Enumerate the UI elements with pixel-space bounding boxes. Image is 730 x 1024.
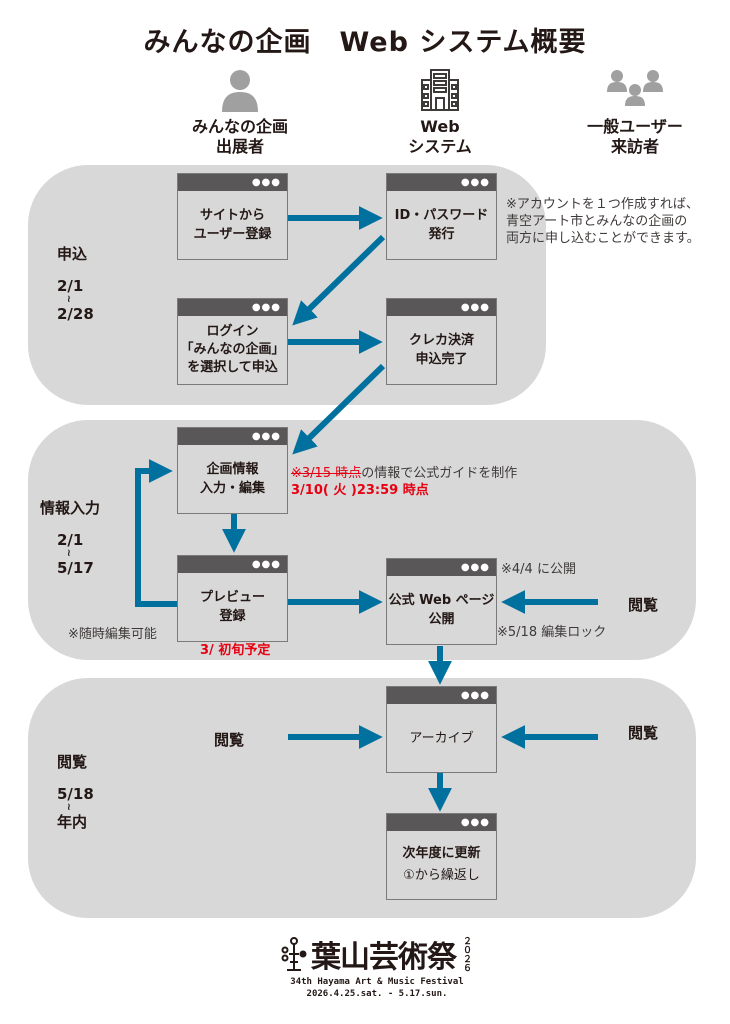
window-dots-icon: ●●● <box>460 177 490 188</box>
window-dots-icon: ●●● <box>251 177 281 188</box>
actor-visitor-line1: 一般ユーザー <box>587 117 683 136</box>
window-dots-icon: ●●● <box>251 431 281 442</box>
window-text: アーカイブ <box>409 730 474 746</box>
window-payment: ●●● クレカ決済 申込完了 <box>386 298 497 385</box>
note-edit-lock: ※5/18 編集ロック <box>497 625 607 640</box>
window-text: サイトから <box>199 208 265 223</box>
window-login: ●●● ログイン 「みんなの企画」 を選択して申込 <box>177 298 288 385</box>
window-preview: ●●● プレビュー 登録 <box>177 555 288 642</box>
phase-from: 2/1 <box>57 531 84 549</box>
phase-name: 情報入力 <box>40 499 101 517</box>
arrow-payment-to-info <box>292 363 386 455</box>
phase-label-viewing: 閲覧 5/18 ≀ 年内 <box>57 752 94 832</box>
festival-logo-year: ２０２６ <box>461 936 471 972</box>
festival-mascot-icon <box>281 937 307 971</box>
actor-exhibitor-line1: みんなの企画 <box>191 117 288 136</box>
window-text: 発行 <box>428 227 455 242</box>
phase-to: 2/28 <box>57 305 94 323</box>
window-dots-icon: ●●● <box>460 302 490 313</box>
window-dots-icon: ●●● <box>460 817 490 828</box>
festival-name: 34th Hayama Art & Music Festival <box>290 977 464 987</box>
actor-web-system-line2: システム <box>408 137 472 156</box>
phase-from: 2/1 <box>57 277 84 295</box>
window-issue-id: ●●● ID・パスワード 発行 <box>386 173 497 260</box>
actor-visitor-line2: 来訪者 <box>610 137 659 156</box>
phase-label-info-input: 情報入力 2/1 ≀ 5/17 <box>40 498 100 578</box>
phase-to: 年内 <box>57 813 88 831</box>
window-text: ID・パスワード <box>394 208 489 223</box>
window-dots-icon: ●●● <box>460 562 490 573</box>
window-renew: ●●● 次年度に更新 ①から繰返し <box>386 813 497 900</box>
group-icon <box>607 70 663 106</box>
festival-logo: 葉山芸術祭 ２０２６ 34th Hayama Art & Music Festi… <box>262 932 492 1000</box>
window-archive: ●●● アーカイブ <box>386 686 497 773</box>
note-guide: ※3/15 時点の情報で公式ガイドを制作 3/10( 火 )23:59 時点 <box>291 465 517 499</box>
window-dots-icon: ●●● <box>251 559 281 570</box>
note-guide-struck: ※3/15 時点 <box>291 466 362 481</box>
note-line: 両方に申し込むことができます。 <box>506 231 700 246</box>
phase-name: 申込 <box>57 245 88 263</box>
building-icon <box>421 69 459 111</box>
window-text: 企画情報 <box>206 462 259 477</box>
window-text: ①から繰返し <box>403 868 480 883</box>
phase-label-application: 申込 2/1 ≀ 2/28 <box>57 244 94 324</box>
festival-dates: 2026.4.25.sat. - 5.17.sun. <box>306 989 448 999</box>
window-text: 入力・編集 <box>199 481 265 496</box>
note-guide-deadline: 3/10( 火 )23:59 時点 <box>291 483 429 498</box>
label-view-visitor-archive: 閲覧 <box>628 724 659 742</box>
phase-tilde: ≀ <box>67 802 71 813</box>
note-anytime-edit: ※随時編集可能 <box>68 627 157 642</box>
note-guide-rest: の情報で公式ガイドを制作 <box>361 466 518 481</box>
window-text: プレビュー <box>199 590 265 605</box>
actor-exhibitor: みんなの企画 出展者 <box>175 68 305 157</box>
person-icon <box>222 70 258 112</box>
window-text: ユーザー登録 <box>193 227 272 242</box>
window-dots-icon: ●●● <box>460 690 490 701</box>
window-register: ●●● サイトから ユーザー登録 <box>177 173 288 260</box>
phase-tilde: ≀ <box>67 548 71 559</box>
festival-logo-text: 葉山芸術祭 <box>311 940 457 975</box>
arrow-preview-loop-back <box>135 459 177 607</box>
phase-tilde: ≀ <box>67 294 71 305</box>
window-text: 公式 Web ページ <box>388 593 495 608</box>
window-info-input: ●●● 企画情報 入力・編集 <box>177 427 288 514</box>
window-text: 公開 <box>428 612 455 627</box>
phase-from: 5/18 <box>57 785 94 803</box>
window-text: 「みんなの企画」 <box>180 342 285 357</box>
window-publish: ●●● 公式 Web ページ 公開 <box>386 558 497 645</box>
label-view-visitor-publish: 閲覧 <box>628 596 659 614</box>
note-publish-date: ※4/4 に公開 <box>501 562 576 577</box>
window-text: を選択して申込 <box>187 360 278 375</box>
phase-band-viewing <box>28 678 696 918</box>
label-view-exhibitor-archive: 閲覧 <box>214 731 245 749</box>
window-text: 申込完了 <box>415 352 468 367</box>
phase-name: 閲覧 <box>57 753 88 771</box>
actor-web-system-line1: Web <box>420 117 460 136</box>
window-dots-icon: ●●● <box>251 302 281 313</box>
arrow-issue-to-login <box>292 234 386 326</box>
window-text: ログイン <box>206 324 259 339</box>
window-text: 登録 <box>219 609 246 624</box>
note-line: 青空アート市とみんなの企画の <box>506 214 688 229</box>
actor-visitor: 一般ユーザー 来訪者 <box>570 68 700 157</box>
note-line: ※アカウントを１つ作成すれば、 <box>506 197 699 212</box>
phase-to: 5/17 <box>57 559 94 577</box>
note-account: ※アカウントを１つ作成すれば、 青空アート市とみんなの企画の 両方に申し込むこと… <box>506 196 700 247</box>
actor-exhibitor-line2: 出展者 <box>215 137 264 156</box>
note-preview-schedule: 3/ 初旬予定 <box>200 643 271 658</box>
window-text: 次年度に更新 <box>402 846 481 861</box>
actor-web-system: Web システム <box>385 68 495 157</box>
window-text: クレカ決済 <box>408 333 474 348</box>
page-title: みんなの企画 Web システム概要 <box>143 27 587 58</box>
